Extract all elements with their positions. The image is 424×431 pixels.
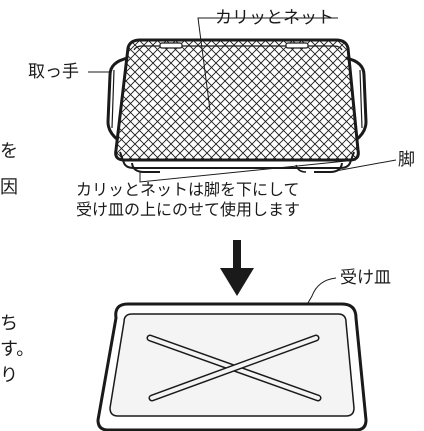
left-fragment-2: 因 bbox=[0, 177, 18, 198]
handle-label: 取っ手 bbox=[28, 62, 79, 82]
tray-label: 受け皿 bbox=[340, 268, 391, 288]
down-arrow-icon bbox=[220, 240, 254, 296]
drip-tray-illustration bbox=[96, 302, 368, 431]
net-slot-left bbox=[159, 42, 183, 49]
crisp-net-illustration bbox=[106, 38, 368, 173]
left-fragment-3: ち bbox=[0, 313, 18, 334]
net-base-frame bbox=[119, 151, 355, 169]
net-handle-right bbox=[345, 56, 368, 142]
left-fragment-5: り bbox=[0, 365, 18, 386]
legs-label: 脚 bbox=[398, 150, 415, 170]
net-label: カリッとネット bbox=[215, 8, 334, 28]
leader-lines bbox=[88, 17, 397, 321]
instruction-line-1: カリッとネットは脚を下にして bbox=[76, 180, 300, 199]
net-handle-left bbox=[106, 56, 129, 142]
instruction-line-2: 受け皿の上にのせて使用します bbox=[76, 200, 301, 219]
left-fragment-4: す。 bbox=[0, 339, 35, 360]
net-frame bbox=[114, 38, 360, 162]
net-slot-right bbox=[285, 42, 309, 49]
net-leg-left bbox=[131, 162, 160, 173]
left-fragment-1: を bbox=[0, 141, 18, 162]
